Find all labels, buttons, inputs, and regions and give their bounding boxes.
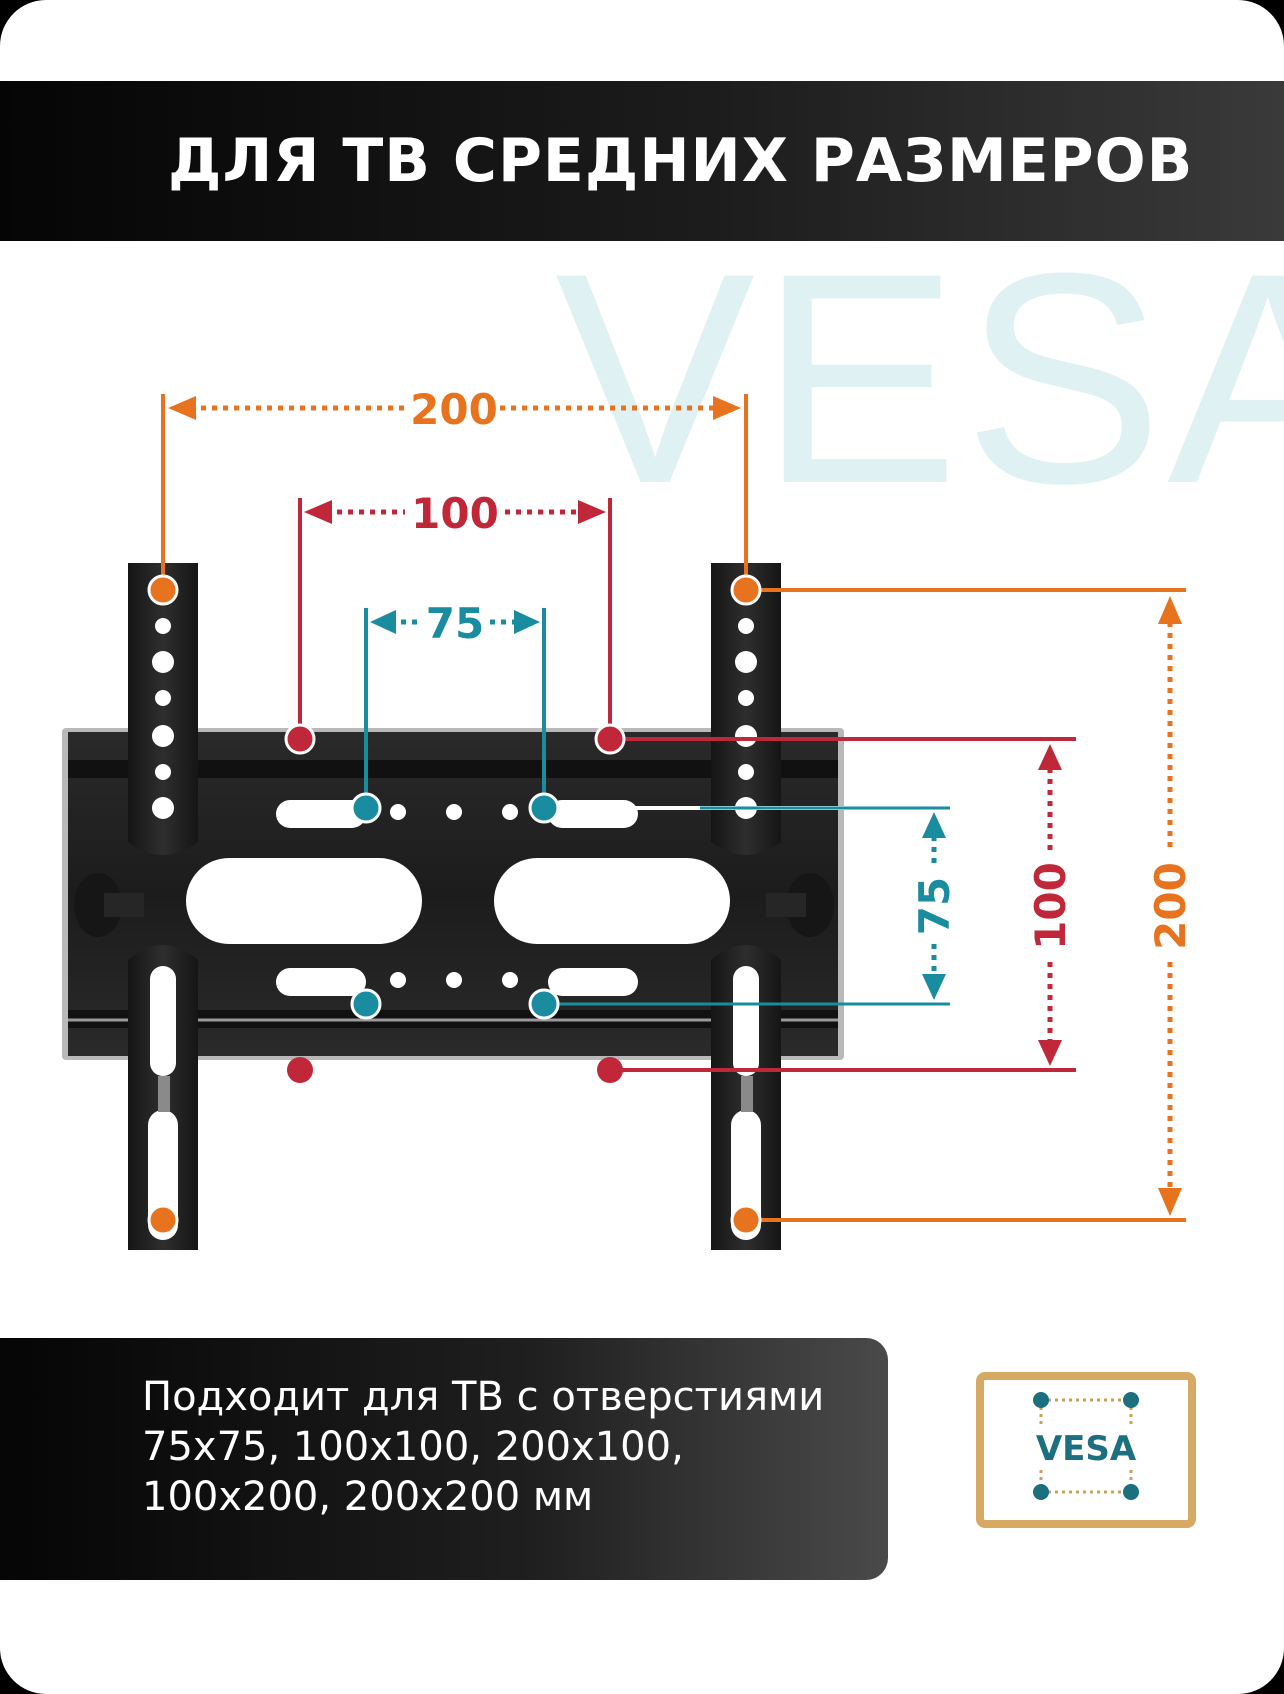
dimension-label-200-v: 200 bbox=[1146, 862, 1195, 950]
dimension-75-vertical: 75 bbox=[910, 812, 959, 1000]
mount-diagram: VESA bbox=[62, 241, 1284, 1250]
wall-plate bbox=[62, 728, 844, 1060]
dimension-200-horizontal: 200 bbox=[161, 385, 748, 590]
page-title: ДЛЯ ТВ СРЕДНИХ РАЗМЕРОВ bbox=[168, 126, 1194, 196]
caption-line-2: 75x75, 100x100, 200x100, bbox=[142, 1424, 684, 1470]
vesa-badge-label: VESA bbox=[1036, 1429, 1137, 1469]
dimension-label-100-v: 100 bbox=[1026, 862, 1075, 950]
hole-markers bbox=[147, 574, 762, 1236]
dimension-label-200-h: 200 bbox=[410, 385, 498, 434]
dimension-100-vertical: 100 bbox=[1026, 744, 1075, 1066]
dimension-200-vertical: 200 bbox=[1146, 596, 1195, 1216]
dimension-label-100-h: 100 bbox=[411, 489, 499, 538]
right-mount-arm bbox=[711, 563, 834, 1250]
compatibility-text: Подходит для ТВ с отверстиями 75x75, 100… bbox=[142, 1372, 862, 1522]
dimension-label-75-h: 75 bbox=[426, 599, 484, 648]
compatibility-caption-box: Подходит для ТВ с отверстиями 75x75, 100… bbox=[0, 1338, 888, 1580]
dimension-label-75-v: 75 bbox=[910, 877, 959, 935]
vesa-watermark: VESA bbox=[555, 241, 1284, 546]
dimension-75-horizontal: 75 bbox=[364, 599, 546, 808]
left-mount-arm bbox=[74, 563, 198, 1250]
dimension-100-horizontal: 100 bbox=[298, 489, 612, 740]
caption-line-3: 100x200, 200x200 мм bbox=[142, 1474, 594, 1520]
vesa-badge: VESA bbox=[976, 1372, 1196, 1528]
caption-line-1: Подходит для ТВ с отверстиями bbox=[142, 1374, 825, 1420]
header-band: ДЛЯ ТВ СРЕДНИХ РАЗМЕРОВ bbox=[0, 81, 1284, 241]
leader-lines bbox=[544, 588, 1186, 1222]
